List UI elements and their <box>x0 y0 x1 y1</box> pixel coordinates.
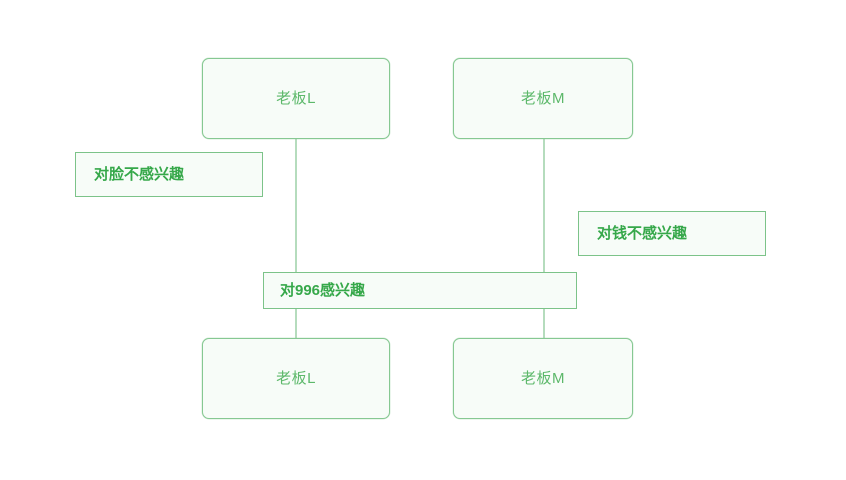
node-label: 老板M <box>521 90 565 107</box>
connector-line-left <box>295 139 297 338</box>
node-label: 老板L <box>276 90 316 107</box>
node-label: 老板L <box>276 370 316 387</box>
annotation-not-interested-in-money[interactable]: 对钱不感兴趣 <box>578 211 766 256</box>
node-boss-m-bottom[interactable]: 老板M <box>453 338 633 419</box>
annotation-interested-in-996[interactable]: 对996感兴趣 <box>263 272 577 309</box>
annotation-not-interested-in-face[interactable]: 对脸不感兴趣 <box>75 152 263 197</box>
node-boss-m-top[interactable]: 老板M <box>453 58 633 139</box>
node-boss-l-top[interactable]: 老板L <box>202 58 390 139</box>
connector-line-right <box>543 139 545 338</box>
node-boss-l-bottom[interactable]: 老板L <box>202 338 390 419</box>
annotation-label: 对钱不感兴趣 <box>597 225 688 242</box>
node-label: 老板M <box>521 370 565 387</box>
annotation-label: 对脸不感兴趣 <box>94 166 185 183</box>
annotation-label: 对996感兴趣 <box>280 282 366 299</box>
